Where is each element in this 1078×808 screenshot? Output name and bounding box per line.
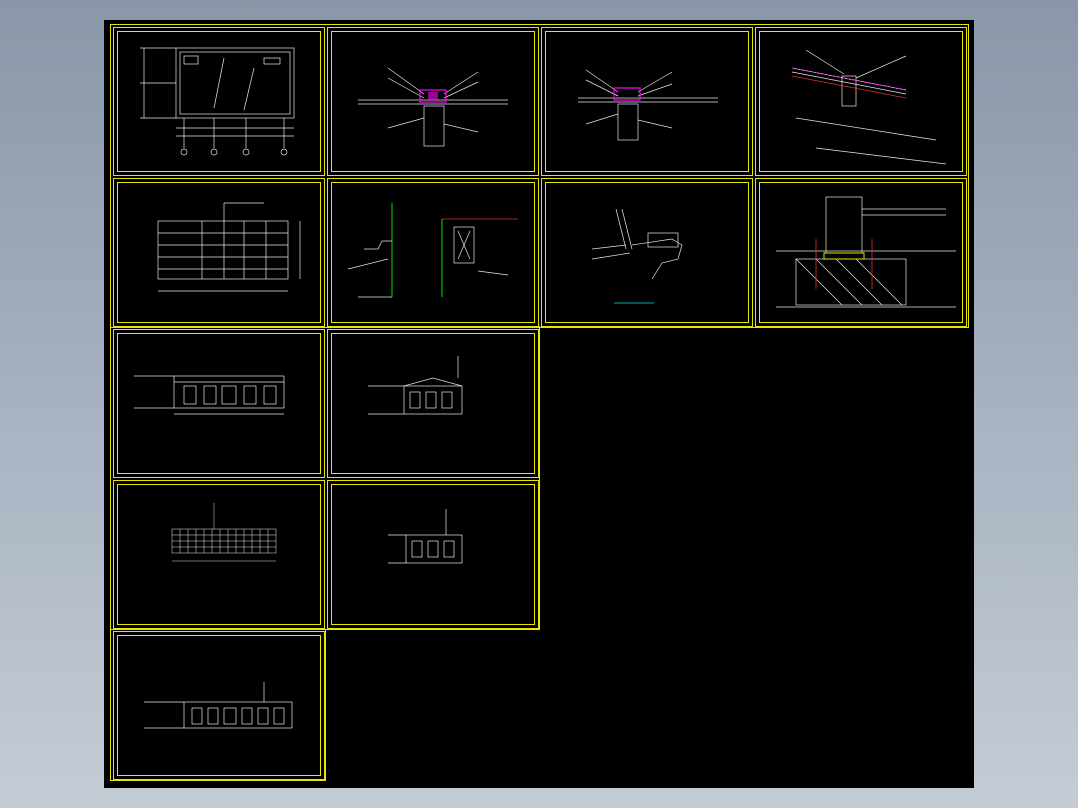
sheet-grid-elevation[interactable] [113, 480, 325, 629]
drawing-canvas[interactable] [104, 20, 974, 788]
long-elevation-drawing [144, 682, 293, 729]
sheet-front-elevation[interactable] [113, 329, 325, 478]
roof-plan-drawing [157, 202, 301, 292]
side-elevation-drawing [368, 356, 463, 415]
sheet-inner-frame [117, 484, 321, 625]
sheet-detail-green[interactable] [327, 178, 539, 327]
detail-green-drawing [347, 203, 518, 298]
sheet-detail-large[interactable] [755, 178, 967, 327]
sheet-roof-plan[interactable] [113, 178, 325, 327]
sheet-detail-a[interactable] [327, 27, 539, 176]
sheet-long-elevation[interactable] [113, 631, 325, 780]
sheet-inner-frame [331, 182, 535, 323]
sheet-inner-frame [117, 635, 321, 776]
detail-b-drawing [578, 69, 718, 141]
sheet-inner-frame [331, 31, 535, 172]
front-elevation-drawing [134, 375, 285, 415]
sheet-inner-frame [759, 182, 963, 323]
detail-a-drawing [358, 67, 508, 147]
detail-slope-drawing [791, 49, 947, 165]
side-elevation-2-drawing [388, 509, 463, 564]
sheet-inner-frame [545, 31, 749, 172]
sheet-inner-frame [117, 333, 321, 474]
floor-plan-drawing [140, 47, 295, 156]
sheet-floor-plan[interactable] [113, 27, 325, 176]
grid-elevation-drawing [171, 503, 277, 562]
detail-large-drawing [776, 196, 956, 308]
sheet-inner-frame [117, 182, 321, 323]
sheet-inner-frame [759, 31, 963, 172]
sheet-inner-frame [545, 182, 749, 323]
sheet-detail-small[interactable] [541, 178, 753, 327]
sheet-detail-slope[interactable] [755, 27, 967, 176]
sheet-side-elevation[interactable] [327, 329, 539, 478]
sheet-inner-frame [331, 484, 535, 625]
sheet-side-elevation-2[interactable] [327, 480, 539, 629]
sheet-detail-b[interactable] [541, 27, 753, 176]
detail-small-drawing [591, 208, 683, 304]
sheet-inner-frame [331, 333, 535, 474]
sheet-inner-frame [117, 31, 321, 172]
